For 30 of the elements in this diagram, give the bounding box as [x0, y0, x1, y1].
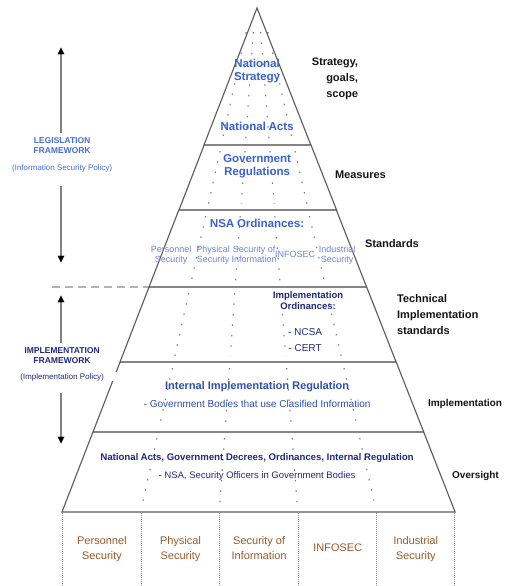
- layer-text: National Acts, Government Decrees, Ordinances, Internal Regulation: [99, 452, 415, 464]
- pyramid-layer: [178, 145, 336, 210]
- layer-text: Implementation Ordinances:: [272, 291, 344, 313]
- column-text: Security of Information: [230, 534, 288, 564]
- level-caption: Measures: [335, 168, 387, 183]
- pyramid-apex-layer: [204, 8, 311, 145]
- layer-text: National Strategy: [232, 58, 281, 84]
- layer-text: - CERT: [287, 343, 323, 354]
- column-cell: [376, 512, 455, 586]
- pyramid-layer: [120, 287, 396, 362]
- layer-text: National Acts: [219, 121, 295, 134]
- column-text: INFOSEC: [312, 541, 364, 556]
- layer-text: Physical Security: [195, 244, 231, 265]
- layer-text: INFOSEC: [274, 249, 315, 259]
- layer-text: - Government Bodies that use Clasified Information: [142, 399, 372, 410]
- layer-text: Government Regulations: [222, 153, 292, 180]
- layer-text: - NCSA: [287, 327, 323, 338]
- layer-text: Security of Information: [230, 244, 276, 265]
- pyramid-layer: [149, 210, 367, 287]
- layer-text: - NSA, Security Officers in Government Bodies: [158, 471, 356, 482]
- column-text: Industrial Security: [392, 534, 439, 564]
- column-text: Physical Security: [158, 534, 202, 564]
- level-caption: Strategy, goals, scope: [310, 55, 358, 102]
- layer-text: NSA Ordinances:: [208, 218, 306, 232]
- layer-text: Internal Implementation Regulation: [164, 380, 350, 393]
- level-caption: Standards: [365, 237, 420, 252]
- level-caption: Oversight: [452, 469, 500, 483]
- level-caption: Technical Implementation standards: [397, 292, 480, 339]
- level-caption: Implementation: [428, 397, 503, 411]
- column-text: Personnel Security: [76, 534, 128, 564]
